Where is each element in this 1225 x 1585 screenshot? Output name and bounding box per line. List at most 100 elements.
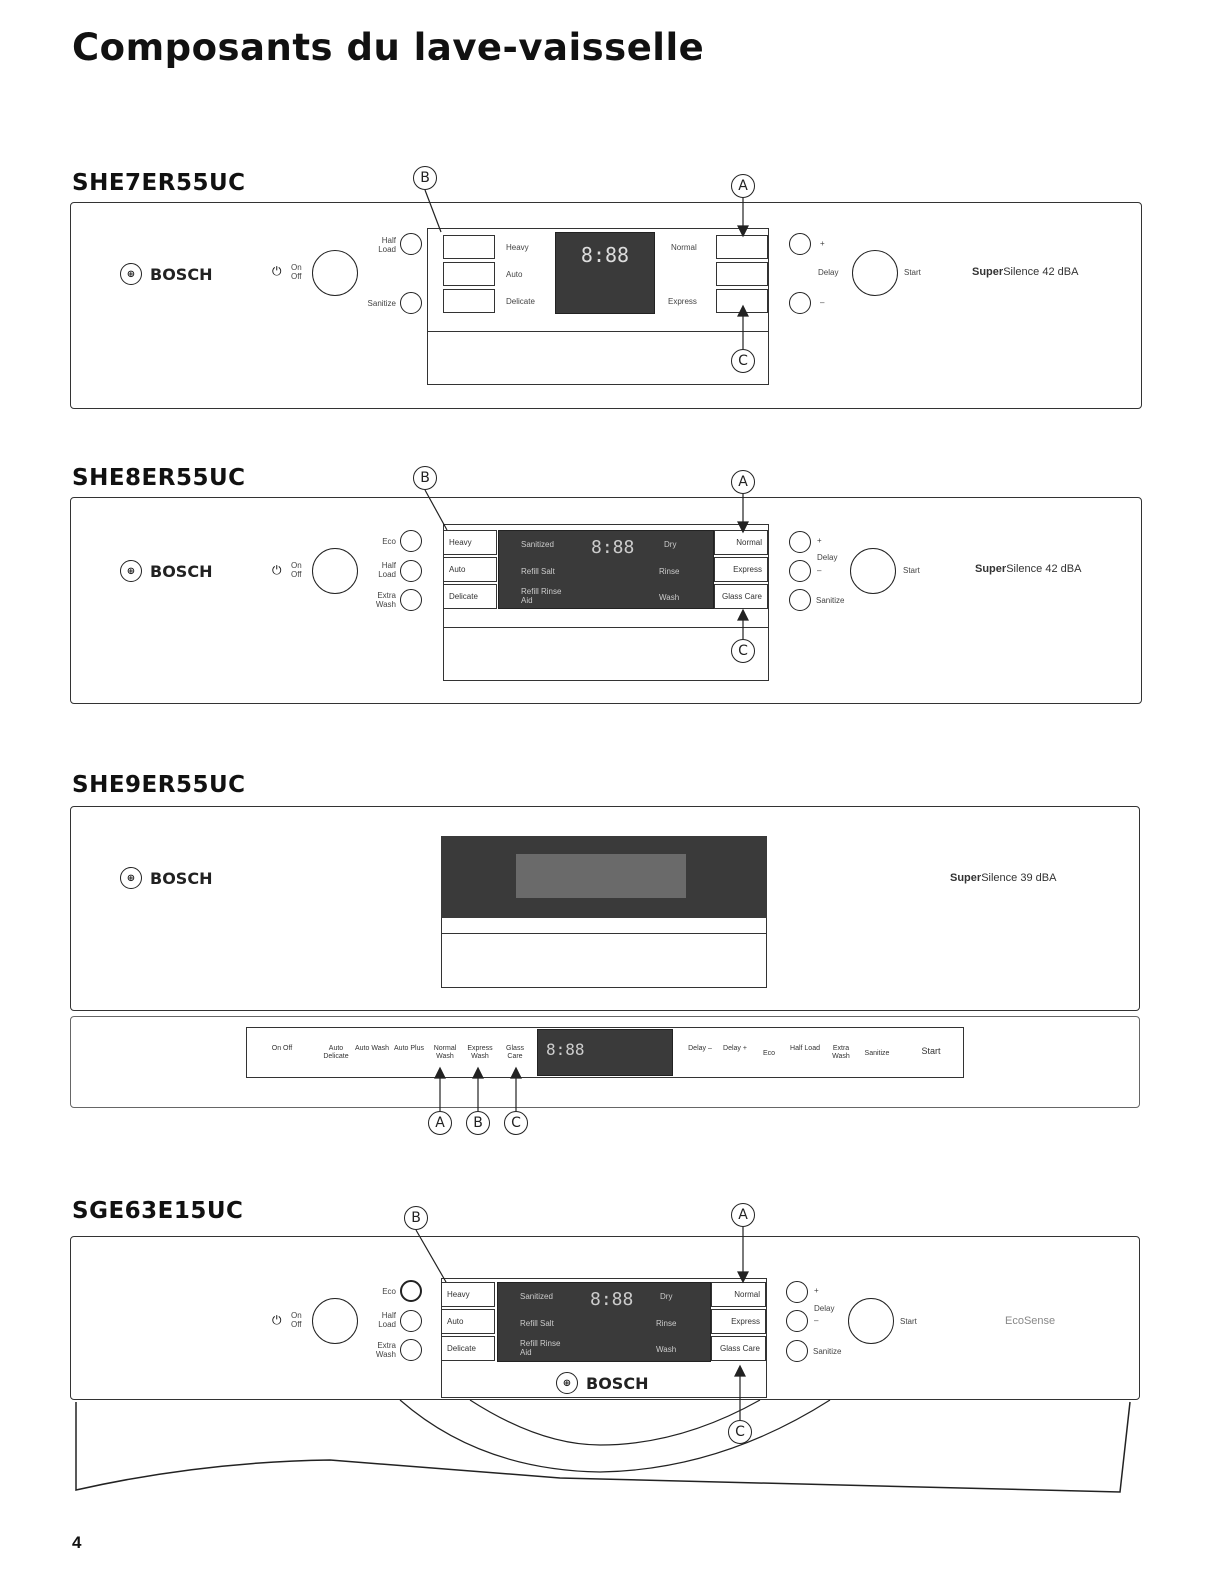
delay-plus-button[interactable] — [789, 531, 811, 553]
bosch-logo-icon: ⊕ — [120, 867, 142, 889]
delay-plus-strip-button[interactable]: Delay + — [723, 1045, 747, 1052]
express-wash-strip-button[interactable]: Express Wash — [467, 1045, 493, 1060]
auto-plus-strip-button[interactable]: Auto Plus — [394, 1045, 424, 1052]
sanitize-button[interactable] — [789, 589, 811, 611]
delay-label: Delay — [817, 553, 838, 562]
delicate-button[interactable] — [443, 289, 495, 313]
on-off-knob[interactable] — [312, 548, 358, 594]
heavy-label: Heavy — [506, 243, 529, 252]
auto-button[interactable]: Auto — [443, 557, 497, 582]
extra-wash-button[interactable] — [400, 589, 422, 611]
delay-plus-button[interactable] — [786, 1281, 808, 1303]
half-load-label: Half Load — [378, 236, 396, 254]
half-load-strip-button[interactable]: Half Load — [790, 1045, 820, 1052]
glass-care-strip-button[interactable]: Glass Care — [506, 1045, 524, 1060]
refill-rinse-aid-indicator: Refill Rinse Aid — [520, 1339, 561, 1357]
auto-wash-strip-button[interactable]: Auto Wash — [355, 1045, 389, 1052]
power-icon: ⏻ — [272, 1313, 282, 1327]
plus-label: + — [817, 536, 822, 545]
dry-indicator: Dry — [664, 540, 677, 549]
bosch-logo-icon: ⊕ — [120, 263, 142, 285]
brand-name: BOSCH — [586, 1373, 649, 1393]
sanitize-strip-button[interactable]: Sanitize — [864, 1050, 890, 1057]
ecosense-label: EcoSense — [1005, 1315, 1056, 1327]
start-knob[interactable] — [848, 1298, 894, 1344]
delicate-button[interactable]: Delicate — [443, 584, 497, 609]
extra-wash-button[interactable] — [400, 1339, 422, 1361]
plus-label: + — [814, 1286, 819, 1295]
page-title: Composants du lave-vaisselle — [72, 26, 705, 69]
strip-display: 8:88 — [537, 1029, 673, 1076]
heavy-button[interactable]: Heavy — [441, 1282, 495, 1307]
auto-delicate-strip-button[interactable]: Auto Delicate — [323, 1045, 349, 1060]
extra-wash-strip-button[interactable]: Extra Wash — [832, 1045, 850, 1060]
normal-label: Normal — [671, 243, 697, 252]
sanitize-label: Sanitize — [816, 596, 845, 605]
callout-a: A — [731, 174, 755, 198]
on-off-knob[interactable] — [312, 250, 358, 296]
minus-label: – — [820, 298, 825, 307]
sanitize-button[interactable] — [400, 292, 422, 314]
start-knob[interactable] — [852, 250, 898, 296]
refill-rinse-aid-indicator: Refill Rinse Aid — [521, 587, 562, 605]
half-load-button[interactable] — [400, 560, 422, 582]
half-load-button[interactable] — [400, 1310, 422, 1332]
sanitize-button[interactable] — [786, 1340, 808, 1362]
divider — [427, 314, 769, 332]
express-button[interactable]: Express — [711, 1309, 766, 1334]
power-icon: ⏻ — [272, 264, 282, 278]
divider — [443, 610, 769, 628]
normal-button[interactable] — [716, 235, 768, 259]
supersilence-rating: SuperSilence 42 dBA — [972, 266, 1079, 278]
normal-button[interactable]: Normal — [711, 1282, 766, 1307]
express-button[interactable]: Express — [714, 557, 768, 582]
start-label: Start — [904, 268, 921, 277]
delay-label: Delay — [818, 268, 839, 277]
sanitized-indicator: Sanitized — [521, 540, 554, 549]
program-area-she7 — [427, 228, 769, 385]
callout-c: C — [731, 639, 755, 663]
strip-time-readout: 8:88 — [546, 1040, 585, 1059]
extra-program-button[interactable] — [716, 262, 768, 286]
eco-strip-button[interactable]: Eco — [762, 1050, 776, 1057]
brand-name: BOSCH — [150, 868, 213, 888]
plus-label: + — [820, 239, 825, 248]
eco-button[interactable] — [400, 1280, 422, 1302]
dry-indicator: Dry — [660, 1292, 673, 1301]
rinse-indicator: Rinse — [656, 1319, 677, 1328]
delay-plus-button[interactable] — [789, 233, 811, 255]
bosch-logo-icon: ⊕ — [556, 1372, 578, 1394]
delay-minus-button[interactable] — [789, 292, 811, 314]
on-off-strip-button[interactable]: On Off — [271, 1045, 293, 1052]
delay-minus-button[interactable] — [786, 1310, 808, 1332]
delay-minus-strip-button[interactable]: Delay – — [688, 1045, 712, 1052]
on-off-knob[interactable] — [312, 1298, 358, 1344]
glass-care-button[interactable]: Glass Care — [711, 1336, 766, 1361]
start-strip-button[interactable]: Start — [921, 1046, 941, 1056]
eco-label: Eco — [382, 1287, 396, 1296]
start-knob[interactable] — [850, 548, 896, 594]
display-she8: Sanitized Refill Salt Refill Rinse Aid 8… — [498, 530, 714, 609]
callout-a: A — [428, 1111, 452, 1135]
display-she7: 8:88 — [555, 232, 655, 314]
normal-wash-strip-button[interactable]: Normal Wash — [433, 1045, 457, 1060]
handle-recess — [441, 836, 767, 918]
glass-care-button[interactable]: Glass Care — [714, 584, 768, 609]
auto-button[interactable] — [443, 262, 495, 286]
delay-minus-button[interactable] — [789, 560, 811, 582]
auto-button[interactable]: Auto — [441, 1309, 495, 1334]
eco-button[interactable] — [400, 530, 422, 552]
heavy-button[interactable] — [443, 235, 495, 259]
auto-label: Auto — [506, 270, 523, 279]
normal-button[interactable]: Normal — [714, 530, 768, 555]
time-readout: 8:88 — [590, 1289, 634, 1310]
eco-label: Eco — [382, 537, 396, 546]
heavy-button[interactable]: Heavy — [443, 530, 497, 555]
brand-name: BOSCH — [150, 264, 213, 284]
delicate-button[interactable]: Delicate — [441, 1336, 495, 1361]
half-load-button[interactable] — [400, 233, 422, 255]
callout-a: A — [731, 470, 755, 494]
handle-grip — [516, 854, 686, 898]
start-label: Start — [903, 566, 920, 575]
